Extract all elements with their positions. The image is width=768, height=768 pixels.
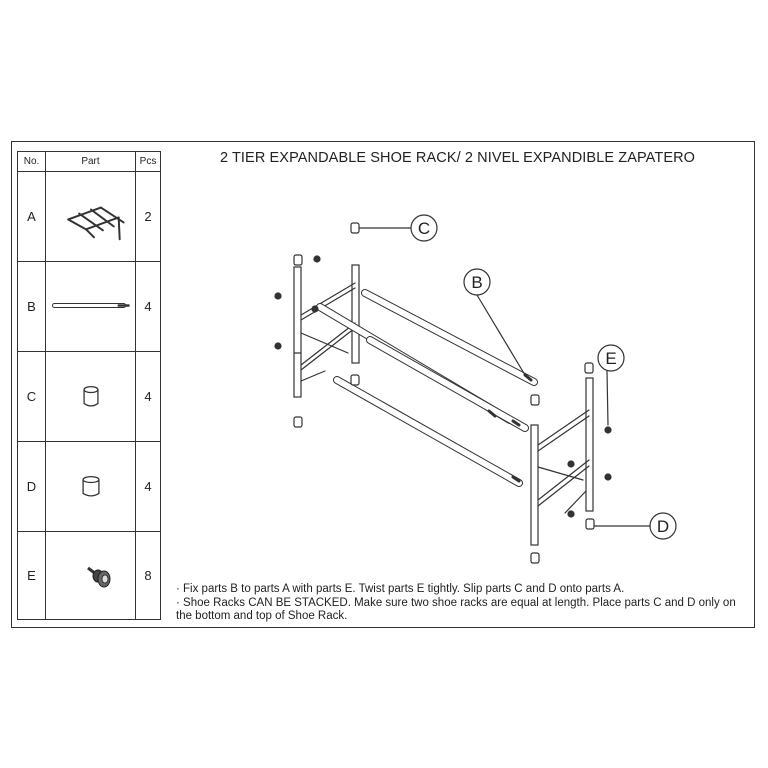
callout-b-label: B <box>471 273 482 292</box>
parts-table: No. Part Pcs A 2 B <box>17 151 161 620</box>
part-no: A <box>18 172 46 261</box>
header-no: No. <box>18 152 46 172</box>
right-side-frame <box>530 377 594 546</box>
header-pcs: Pcs <box>136 152 160 172</box>
part-image <box>46 172 136 261</box>
table-row: A 2 <box>18 172 160 262</box>
table-row: D 4 <box>18 442 160 532</box>
part-image <box>46 532 136 619</box>
callout-b: B <box>463 268 491 296</box>
tubes <box>316 289 538 487</box>
left-side-frame <box>293 264 360 398</box>
callout-e-label: E <box>605 349 616 368</box>
screw-knob-icon <box>87 566 111 588</box>
page-title: 2 TIER EXPANDABLE SHOE RACK/ 2 NIVEL EXP… <box>219 150 696 166</box>
part-no: D <box>18 442 46 531</box>
table-row: E 8 <box>18 532 160 619</box>
part-no: B <box>18 262 46 351</box>
callout-c-label: C <box>418 219 430 238</box>
table-row: C 4 <box>18 352 160 442</box>
header-part: Part <box>46 152 136 172</box>
cap-icon <box>83 385 99 407</box>
side-frame-icon <box>67 206 125 241</box>
callout-d: D <box>649 512 677 540</box>
part-pcs: 4 <box>144 479 152 494</box>
screws <box>274 255 612 518</box>
part-pcs: 4 <box>144 389 152 404</box>
foot-cap-icon <box>82 475 100 497</box>
callout-d-label: D <box>657 517 669 536</box>
part-image <box>46 442 136 531</box>
part-image <box>46 352 136 441</box>
part-pcs: 8 <box>144 568 152 583</box>
part-image <box>46 262 136 351</box>
instruction-sheet-border <box>11 141 755 628</box>
table-row: B 4 <box>18 262 160 352</box>
part-pcs: 4 <box>144 299 152 314</box>
assembly-notes: · Fix parts B to parts A with parts E. T… <box>176 583 751 624</box>
part-no: E <box>18 532 46 619</box>
part-pcs: 2 <box>144 209 152 224</box>
part-no: C <box>18 352 46 441</box>
callout-c: C <box>410 214 438 242</box>
note-2: · Shoe Racks CAN BE STACKED. Make sure t… <box>176 596 736 623</box>
tube-icon <box>51 303 130 308</box>
caps <box>293 222 595 564</box>
assembly-diagram: C B E D <box>274 214 677 564</box>
callout-e: E <box>597 344 625 372</box>
note-1: · Fix parts B to parts A with parts E. T… <box>176 583 625 595</box>
